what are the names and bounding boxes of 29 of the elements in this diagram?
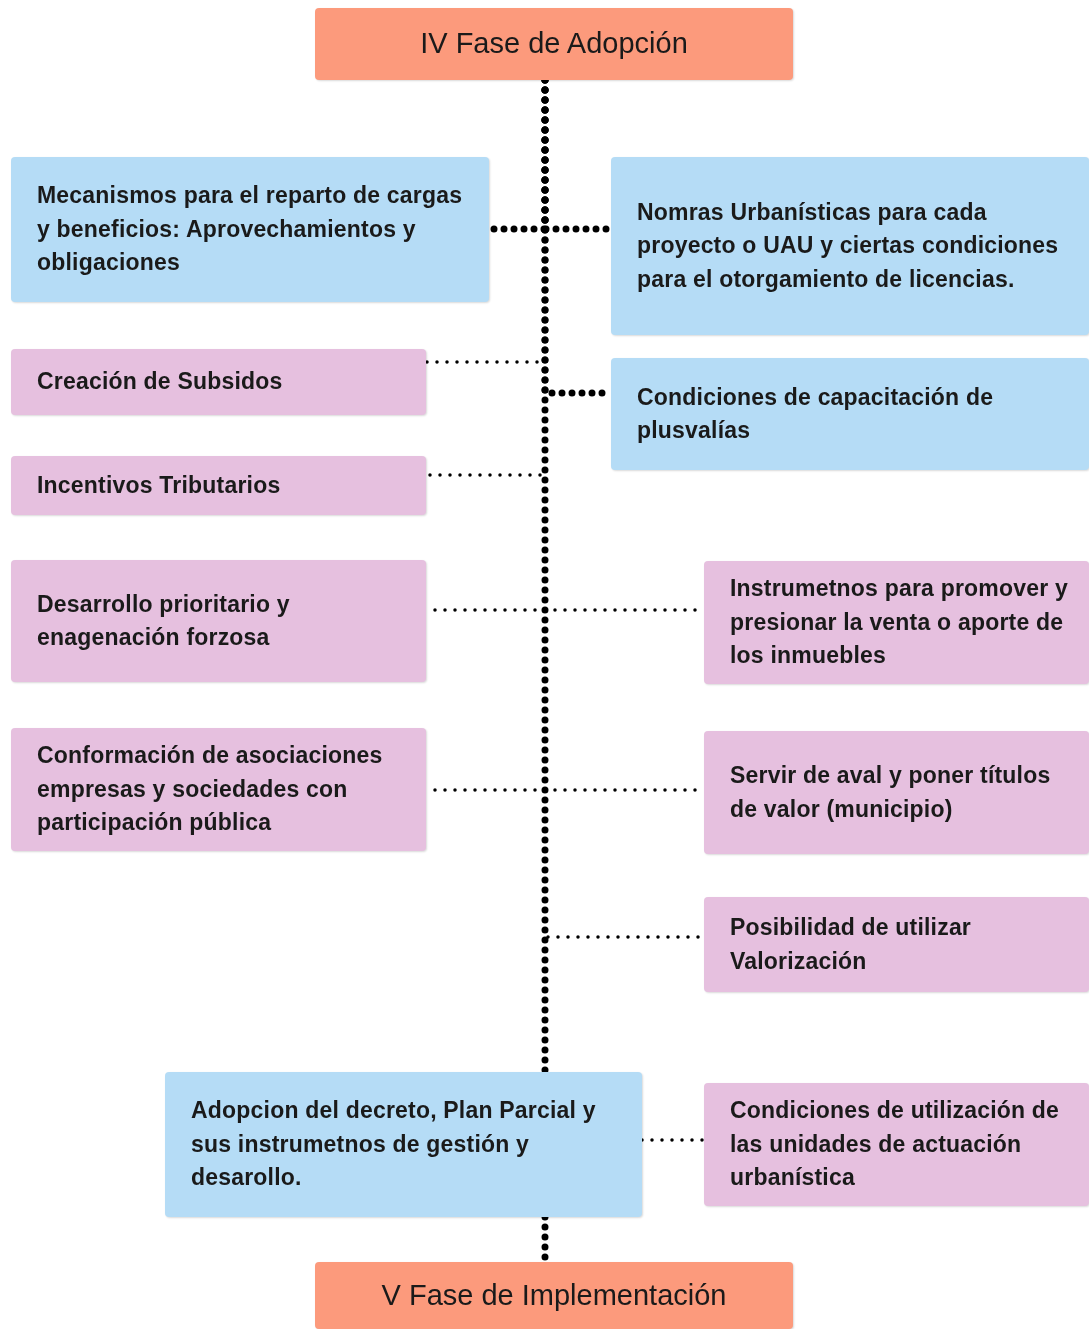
box-text: Incentivos Tributarios — [37, 470, 281, 500]
phase-box — [315, 1262, 793, 1329]
process-box — [704, 561, 1089, 684]
process-box — [11, 728, 426, 851]
box-text: Desarrollo prioritario y enagenación forzosa — [37, 589, 291, 652]
box-text: IV Fase de Adopción — [420, 28, 688, 60]
process-box — [611, 157, 1089, 335]
box-text: Adopcion del decreto, Plan Parcial y sus instrumetnos de gestión y desarollo. — [191, 1096, 597, 1193]
phase-box — [315, 8, 793, 80]
box-text: Nomras Urbanísticas para cada proyecto o UAU y ciertas condiciones para el otorgamiento de licencias. — [637, 198, 1060, 294]
process-box — [11, 560, 426, 682]
box-text: Creación de Subsidos — [37, 367, 283, 397]
box-text: Conformación de asociaciones empresas y sociedades con participación pública — [37, 741, 384, 838]
process-box — [11, 157, 489, 302]
box-text: Posibilidad de utilizar Valorización — [730, 913, 973, 976]
process-box — [704, 1083, 1089, 1206]
box-text: V Fase de Implementación — [381, 1279, 727, 1312]
process-box — [11, 456, 426, 515]
process-box — [704, 897, 1089, 992]
process-box — [611, 358, 1089, 470]
dotted-connector — [640, 1138, 706, 1142]
process-box — [165, 1072, 642, 1217]
box-text: Condiciones de capacitación de plusvalías — [637, 382, 995, 445]
box-text: Servir de aval y poner títulos de valor (municipio) — [730, 761, 1052, 824]
box-text: Mecanismos para el reparto de cargas y beneficios: Aprovechamientos y obligaciones — [37, 181, 464, 278]
process-box — [11, 349, 426, 415]
process-box — [704, 731, 1089, 854]
box-text: Instrumetnos para promover y presionar la venta o aporte de los inmuebles — [730, 574, 1069, 671]
box-text: Condiciones de utilización de las unidades de actuación urbanística — [730, 1096, 1061, 1193]
